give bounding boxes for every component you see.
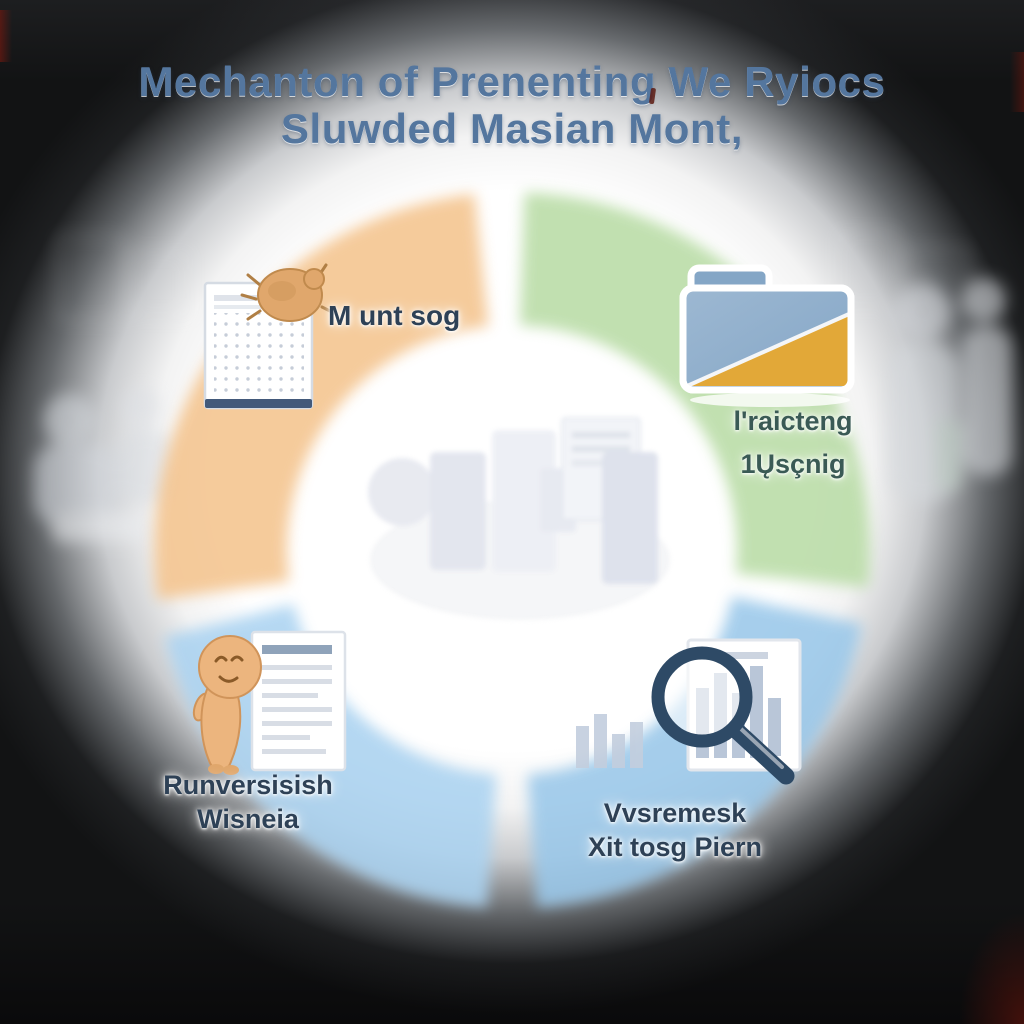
artifact-mark bbox=[0, 10, 12, 62]
mite-character-with-document-icon bbox=[170, 615, 350, 785]
page-title-line2: Sluwded Masian Mont, bbox=[280, 105, 744, 152]
left-seated-figures-silhouette bbox=[34, 388, 174, 542]
document-with-bug-icon bbox=[190, 255, 340, 415]
mite-character bbox=[192, 635, 262, 775]
step-label-text: M unt sog bbox=[328, 300, 461, 331]
step-label-text: Runversisish bbox=[163, 770, 333, 800]
page-title-line1: Mechanton of Prenenting We Ryiocs bbox=[138, 58, 886, 105]
step-label-text: Xit tosg Piern bbox=[587, 832, 763, 862]
step-label-text: Vvsremesk bbox=[603, 798, 747, 828]
bug-icon bbox=[240, 263, 336, 322]
step-label-text: l'raicteng bbox=[733, 406, 853, 436]
right-standing-figures-silhouette bbox=[888, 278, 1012, 502]
magnifying-glass-icon bbox=[651, 646, 795, 785]
artifact-mark bbox=[960, 914, 1024, 1024]
step-label-top-left: M unt sog bbox=[328, 300, 528, 332]
step-label-bottom-left: Runversisish Wisneia bbox=[148, 768, 348, 836]
artifact-mark bbox=[1010, 52, 1024, 112]
step-label-text: 1Ųsçnig bbox=[740, 449, 846, 479]
step-label-bottom-right: Vvsremesk Xit tosg Piern bbox=[553, 796, 797, 864]
magnifier-over-chart-icon bbox=[558, 618, 808, 788]
small-bar-chart bbox=[576, 714, 643, 768]
step-label-top-right: l'raicteng 1Ųsçnig bbox=[688, 400, 898, 486]
page-title: Mechanton of Prenenting We Ryiocs Sluwde… bbox=[0, 58, 1024, 152]
step-label-text: Wisneia bbox=[197, 804, 299, 834]
folder-icon bbox=[675, 258, 865, 408]
